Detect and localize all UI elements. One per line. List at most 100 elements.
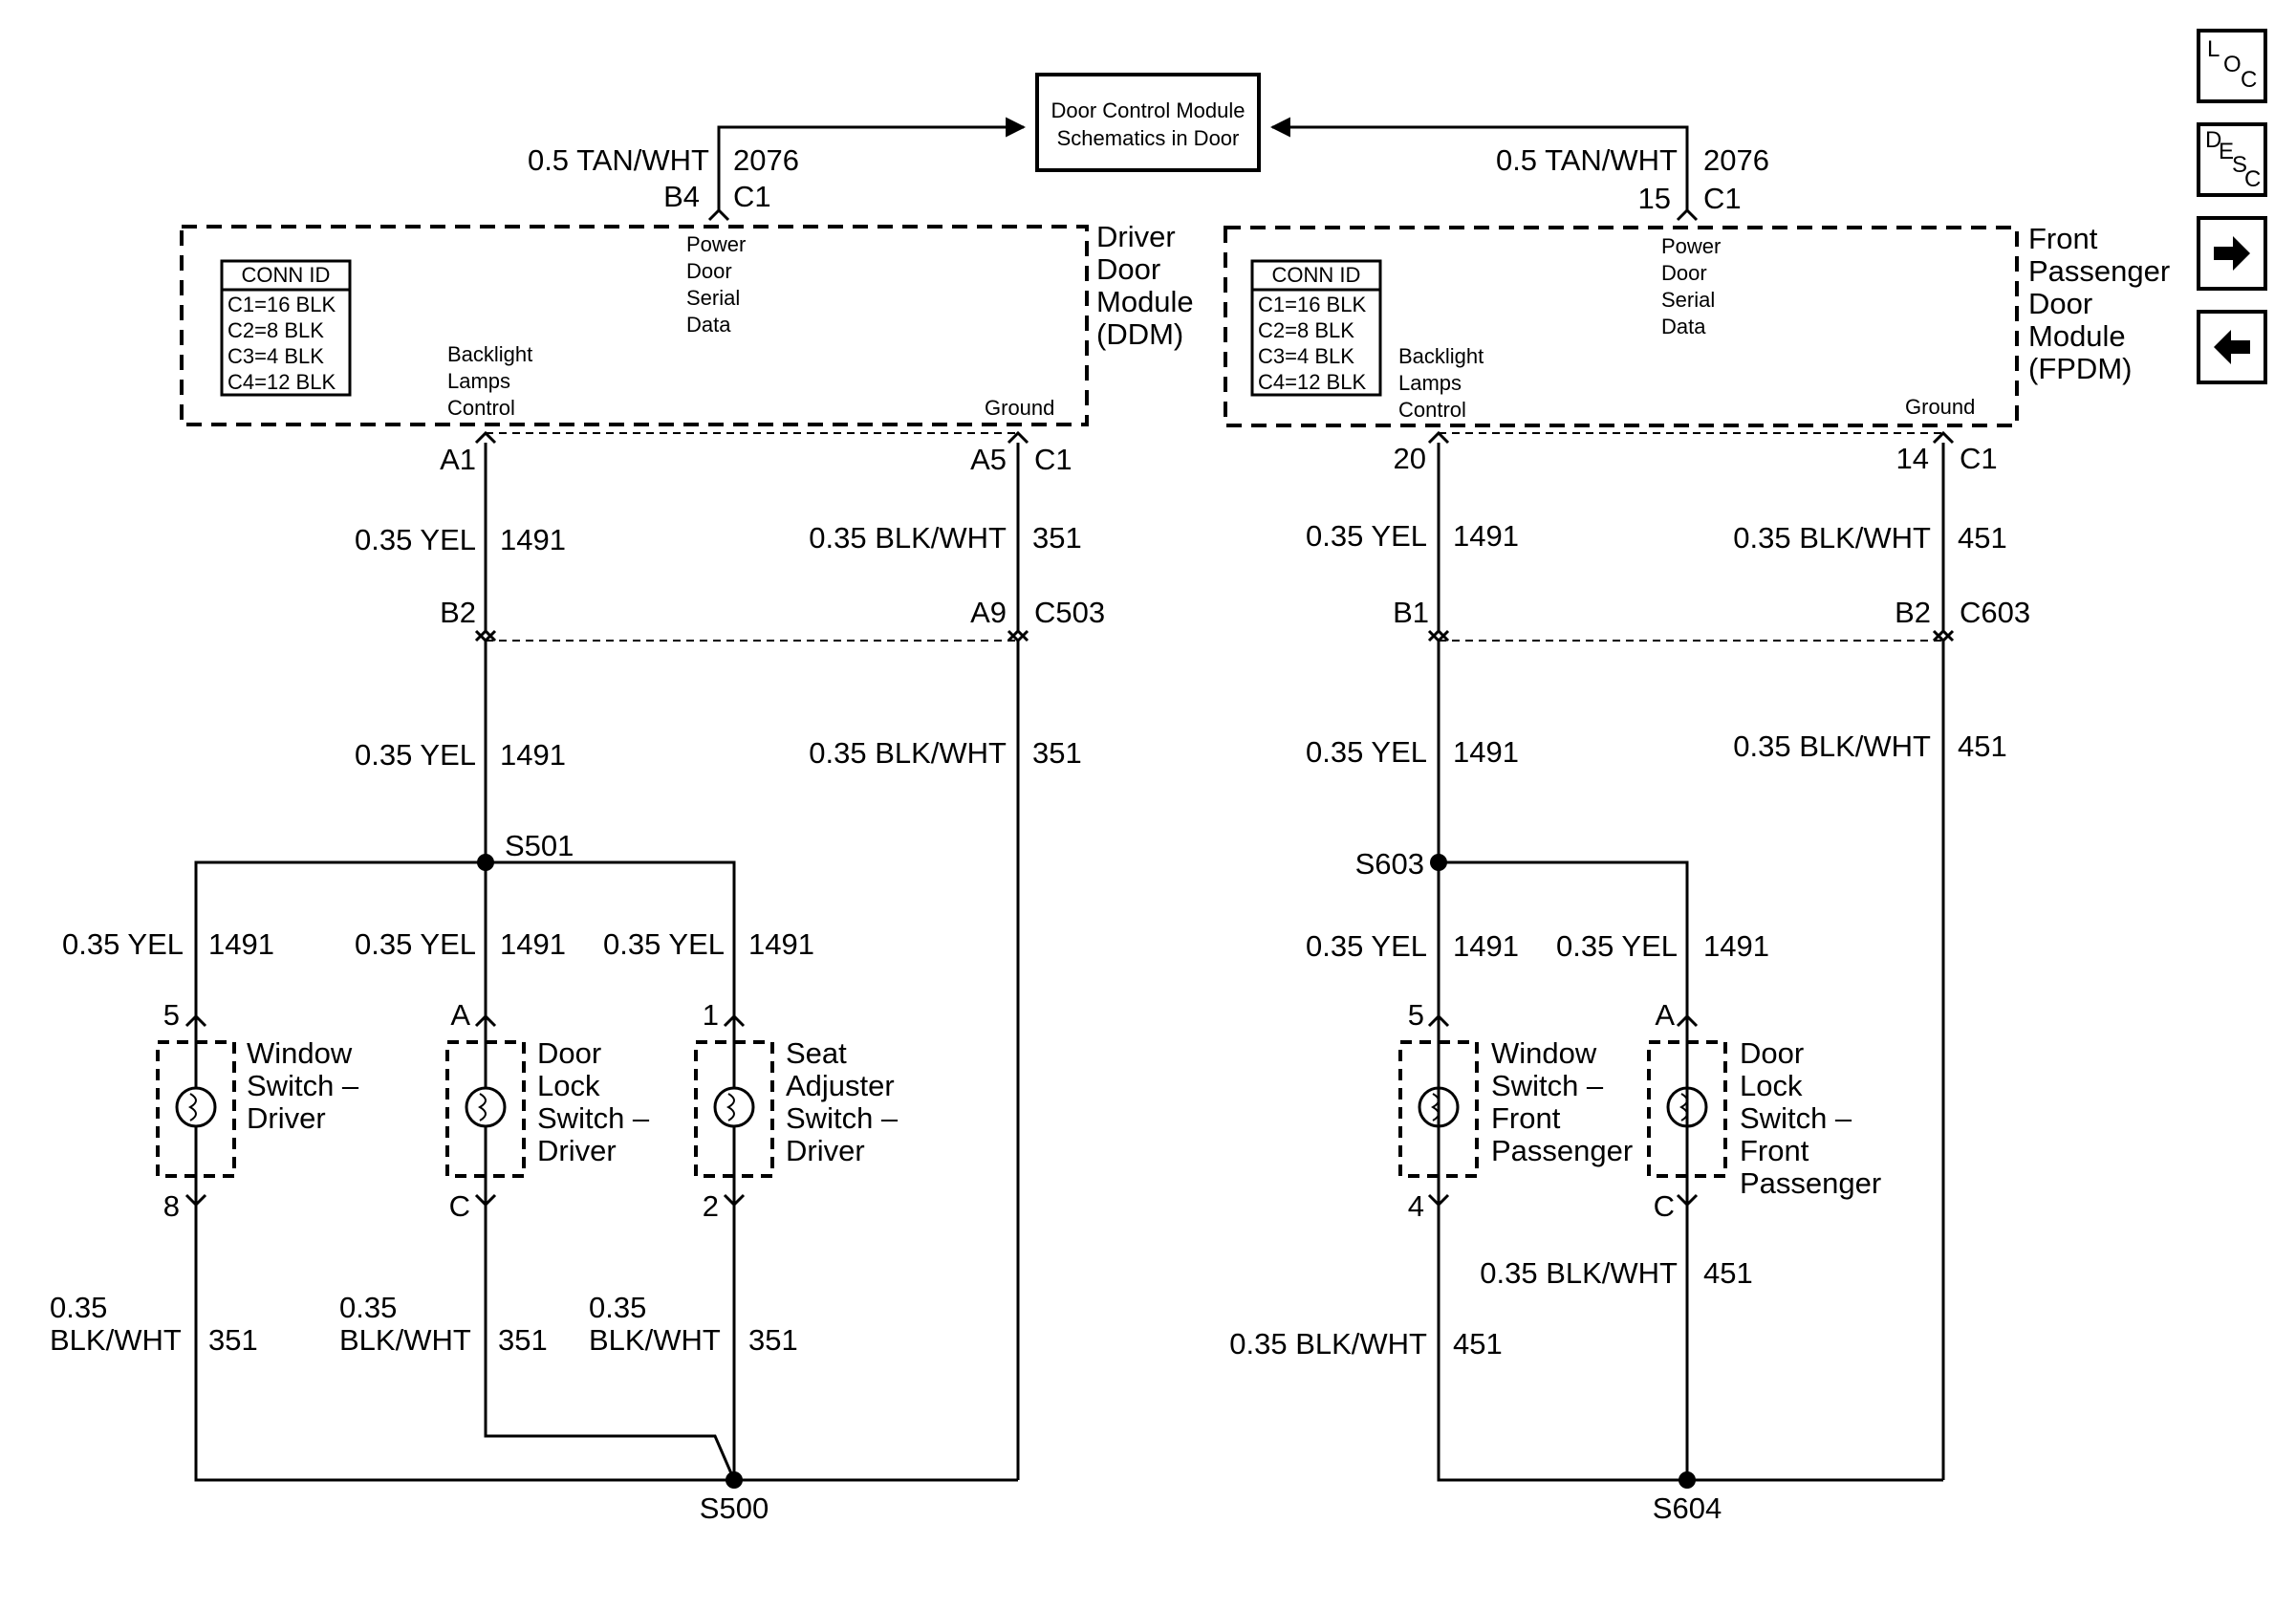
ddm-door-lock-switch-label-4: Driver xyxy=(537,1134,617,1167)
fpdm-top-conn: C1 xyxy=(1703,182,1742,215)
ddm-title-3: Module xyxy=(1096,285,1194,318)
ddm-ground-2-color: BLK/WHT xyxy=(339,1323,471,1357)
desc-button[interactable]: D E S C xyxy=(2197,122,2267,197)
ddm-pin-a5: A5 xyxy=(970,443,1007,476)
fpdm-door-lock-switch-label-4: Front xyxy=(1740,1134,1809,1167)
ddm-ground-bus xyxy=(194,1203,1018,1482)
ddm-pin-a9: A9 xyxy=(970,596,1007,629)
ddm-ground-3-gauge: 0.35 xyxy=(589,1291,646,1324)
fpdm-power-label-4: Data xyxy=(1661,315,1706,338)
ddm-top-pin: B4 xyxy=(663,180,700,213)
fpdm-top-pin: 15 xyxy=(1638,182,1671,215)
fpdm-window-switch-pin-top: 5 xyxy=(1408,998,1424,1032)
fpdm-section xyxy=(1224,117,2019,1482)
ddm-seat-adjuster-switch-label-3: Switch – xyxy=(786,1101,899,1135)
ddm-power-label-3: Serial xyxy=(686,286,740,310)
fpdm-backlight-label-3: Control xyxy=(1398,398,1466,422)
ddm-yel-upper-gauge: 0.35 YEL xyxy=(355,523,476,556)
ddm-top-wire-gauge: 0.5 TAN/WHT xyxy=(528,143,709,177)
ddm-ground-3-color: BLK/WHT xyxy=(589,1323,721,1357)
fpdm-window-switch-label-1: Window xyxy=(1491,1036,1597,1070)
fpdm-ground-bus xyxy=(1437,1203,1943,1482)
ddm-splice-s500-dot xyxy=(726,1471,743,1489)
ddm-top-connector-mark xyxy=(707,207,730,222)
fpdm-ground-right-gauge: 0.35 BLK/WHT xyxy=(1480,1256,1678,1290)
fpdm-yel-lower-gauge: 0.35 YEL xyxy=(1306,735,1427,769)
ddm-title-4: (DDM) xyxy=(1096,317,1183,351)
ddm-conn-id-c4: C4=12 BLK xyxy=(227,370,336,394)
next-button[interactable] xyxy=(2197,216,2267,291)
prev-button[interactable] xyxy=(2197,310,2267,384)
fpdm-pin-b2: B2 xyxy=(1895,596,1931,629)
ddm-conn-c1: C1 xyxy=(1034,443,1072,476)
loc-button[interactable]: L O C xyxy=(2197,29,2267,103)
ddm-door-lock-switch-label-2: Lock xyxy=(537,1069,600,1102)
fpdm-door-lock-switch-label-1: Door xyxy=(1740,1036,1804,1070)
ddm-ground-1-gauge: 0.35 xyxy=(50,1291,107,1324)
fpdm-title-2: Passenger xyxy=(2028,254,2170,288)
fpdm-backlight-label-2: Lamps xyxy=(1398,371,1462,395)
fpdm-ground-label: Ground xyxy=(1905,395,1975,419)
fpdm-splice-s604: S604 xyxy=(1653,1491,1722,1525)
fpdm-conn-c1: C1 xyxy=(1960,442,1998,475)
ddm-seat-adjuster-switch-lamp-icon xyxy=(713,1086,755,1128)
fpdm-blk-lower-gauge: 0.35 BLK/WHT xyxy=(1733,729,1931,763)
fpdm-door-lock-switch-label-3: Switch – xyxy=(1740,1101,1852,1135)
ddm-s501-branch xyxy=(194,860,736,1018)
fpdm-branch-1-gauge: 0.35 YEL xyxy=(1306,929,1427,963)
ddm-ground-3-circuit: 351 xyxy=(748,1323,798,1357)
ddm-conn-c503: C503 xyxy=(1034,596,1105,629)
fpdm-pin-14: 14 xyxy=(1896,442,1929,475)
fpdm-yel-upper-gauge: 0.35 YEL xyxy=(1306,519,1427,553)
fpdm-window-switch-label-3: Front xyxy=(1491,1101,1561,1135)
fpdm-window-switch-label-4: Passenger xyxy=(1491,1134,1633,1167)
door-control-module-line2: Schematics in Door xyxy=(1057,126,1240,150)
loc-letter-l: L xyxy=(2207,36,2220,62)
fpdm-branch-2-gauge: 0.35 YEL xyxy=(1556,929,1678,963)
fpdm-blk-upper-circuit: 451 xyxy=(1958,521,2007,555)
ddm-power-label-1: Power xyxy=(686,232,746,256)
ddm-conn-id-c3: C3=4 BLK xyxy=(227,344,324,368)
fpdm-top-wire-circuit: 2076 xyxy=(1703,143,1769,177)
fpdm-title-5: (FPDM) xyxy=(2028,352,2132,385)
ddm-ground-label: Ground xyxy=(985,396,1054,420)
ddm-blk-upper-gauge: 0.35 BLK/WHT xyxy=(809,521,1007,555)
ddm-seat-adjuster-switch-pin-top: 1 xyxy=(703,998,719,1032)
ddm-branch-3-circuit: 1491 xyxy=(748,927,814,961)
fpdm-window-switch-pin-bottom: 4 xyxy=(1408,1189,1424,1223)
ddm-window-switch-label-3: Driver xyxy=(247,1101,326,1135)
fpdm-conn-id-c3: C3=4 BLK xyxy=(1258,344,1354,368)
ddm-door-lock-switch-label-3: Switch – xyxy=(537,1101,650,1135)
ddm-top-wire-circuit: 2076 xyxy=(733,143,799,177)
ddm-window-switch-pin-bottom: 8 xyxy=(163,1189,180,1223)
fpdm-ground-right-circuit: 451 xyxy=(1703,1256,1753,1290)
fpdm-s603-branch xyxy=(1439,860,1689,1018)
fpdm-branch-2-circuit: 1491 xyxy=(1703,929,1769,963)
fpdm-branch-1-circuit: 1491 xyxy=(1453,929,1519,963)
ddm-power-label-4: Data xyxy=(686,313,731,337)
fpdm-title-1: Front xyxy=(2028,222,2098,255)
fpdm-pin-b1: B1 xyxy=(1393,596,1429,629)
ddm-ground-1-color: BLK/WHT xyxy=(50,1323,182,1357)
ddm-top-wire xyxy=(717,117,1027,210)
ddm-branch-2-gauge: 0.35 YEL xyxy=(355,927,476,961)
fpdm-conn-id-box xyxy=(1250,259,1382,397)
fpdm-splice-s603: S603 xyxy=(1355,847,1424,881)
fpdm-blk-upper-gauge: 0.35 BLK/WHT xyxy=(1733,521,1931,555)
fpdm-top-wire-gauge: 0.5 TAN/WHT xyxy=(1496,143,1678,177)
fpdm-power-label-2: Door xyxy=(1661,261,1707,285)
left-arrow-icon xyxy=(2214,330,2250,364)
ddm-branch-1-gauge: 0.35 YEL xyxy=(62,927,184,961)
fpdm-door-lock-switch-label-5: Passenger xyxy=(1740,1166,1881,1200)
ddm-window-switch-label-1: Window xyxy=(247,1036,353,1070)
fpdm-ground-left-circuit: 451 xyxy=(1453,1327,1503,1361)
ddm-seat-adjuster-switch-label-2: Adjuster xyxy=(786,1069,895,1102)
ddm-door-lock-switch-label-1: Door xyxy=(537,1036,601,1070)
desc-letter-e: E xyxy=(2219,139,2235,164)
ddm-conn-id-header: CONN ID xyxy=(242,263,331,287)
ddm-conn-id-box xyxy=(220,259,352,397)
loc-letter-o: O xyxy=(2223,52,2242,77)
ddm-backlight-label-1: Backlight xyxy=(447,342,532,366)
ddm-conn-id-c1: C1=16 BLK xyxy=(227,293,336,316)
